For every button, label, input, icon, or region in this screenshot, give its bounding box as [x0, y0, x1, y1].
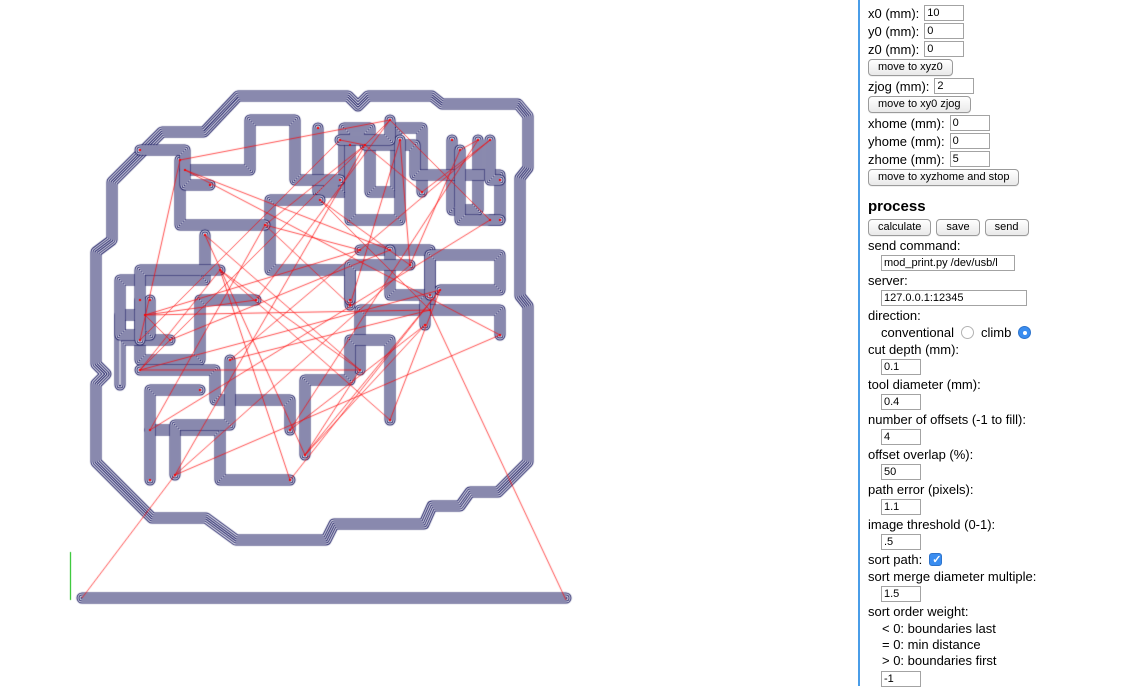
server-row: server:: [868, 273, 1118, 288]
zhome-input[interactable]: [949, 151, 990, 167]
sort-merge-row: sort merge diameter multiple:: [868, 569, 1118, 584]
direction-label: direction:: [868, 308, 921, 323]
number-of-offsets-input[interactable]: [881, 429, 921, 445]
path-error-row: path error (pixels):: [868, 482, 1118, 497]
sort-merge-label: sort merge diameter multiple:: [868, 569, 1037, 584]
move-to-xy0-zjog-button[interactable]: move to xy0 zjog: [868, 96, 971, 113]
cut-depth-label: cut depth (mm):: [868, 342, 960, 357]
conventional-radio[interactable]: [961, 326, 974, 339]
send-button[interactable]: send: [984, 219, 1029, 236]
conventional-label: conventional: [881, 325, 954, 340]
tool-diameter-row: tool diameter (mm):: [868, 377, 1118, 392]
zhome-label: zhome (mm):: [868, 151, 945, 167]
image-threshold-row: image threshold (0-1):: [868, 517, 1118, 532]
zjog-label: zjog (mm):: [868, 78, 930, 94]
image-threshold-input[interactable]: [881, 534, 921, 550]
number-of-offsets-row: number of offsets (-1 to fill):: [868, 412, 1118, 427]
path-error-input[interactable]: [881, 499, 921, 515]
climb-label: climb: [981, 325, 1012, 340]
direction-options: conventional climb: [881, 325, 1118, 340]
send-command-input[interactable]: [881, 255, 1015, 271]
path-error-label: path error (pixels):: [868, 482, 974, 497]
process-actions: calculate save send: [868, 219, 1118, 236]
climb-radio[interactable]: [1018, 326, 1032, 339]
offset-overlap-row: offset overlap (%):: [868, 447, 1118, 462]
sort-merge-input[interactable]: [881, 586, 921, 602]
x0-label: x0 (mm):: [868, 5, 920, 21]
y0-input[interactable]: [924, 23, 965, 39]
cut-depth-input[interactable]: [881, 359, 921, 375]
number-of-offsets-label: number of offsets (-1 to fill):: [868, 412, 1026, 427]
x0-input[interactable]: [924, 5, 965, 21]
yhome-input[interactable]: [949, 133, 990, 149]
server-label: server:: [868, 273, 908, 288]
sort-order-weight-row: sort order weight:: [868, 604, 1118, 619]
sort-order-option-pos: > 0: boundaries first: [882, 653, 997, 668]
sort-order-option-zero: = 0: min distance: [882, 637, 981, 652]
xhome-label: xhome (mm):: [868, 115, 945, 131]
field-z0: z0 (mm):: [868, 41, 1118, 57]
zjog-input[interactable]: [934, 78, 975, 94]
field-zhome: zhome (mm):: [868, 151, 1118, 167]
sort-order-option-neg: < 0: boundaries last: [882, 621, 996, 636]
toolpath-viewport[interactable]: [0, 0, 858, 686]
z0-label: z0 (mm):: [868, 41, 920, 57]
xhome-input[interactable]: [949, 115, 990, 131]
move-to-xyz0-button[interactable]: move to xyz0: [868, 59, 953, 76]
yhome-label: yhome (mm):: [868, 133, 945, 149]
z0-input[interactable]: [924, 41, 965, 57]
control-panel: x0 (mm): y0 (mm): z0 (mm): move to xyz0 …: [858, 0, 1122, 687]
direction-row: direction:: [868, 308, 1118, 323]
field-y0: y0 (mm):: [868, 23, 1118, 39]
field-yhome: yhome (mm):: [868, 133, 1118, 149]
send-command-row: send command:: [868, 238, 1118, 253]
field-x0: x0 (mm):: [868, 5, 1118, 21]
move-to-xyzhome-stop-button[interactable]: move to xyzhome and stop: [868, 169, 1020, 186]
server-input[interactable]: [881, 290, 1027, 306]
tool-diameter-input[interactable]: [881, 394, 921, 410]
tool-diameter-label: tool diameter (mm):: [868, 377, 981, 392]
offset-overlap-input[interactable]: [881, 464, 921, 480]
image-threshold-label: image threshold (0-1):: [868, 517, 996, 532]
send-command-label: send command:: [868, 238, 961, 253]
save-button[interactable]: save: [936, 219, 980, 236]
process-heading: process: [868, 198, 926, 215]
offset-overlap-label: offset overlap (%):: [868, 447, 974, 462]
sort-path-row: sort path:: [868, 552, 1118, 567]
cut-depth-row: cut depth (mm):: [868, 342, 1118, 357]
sort-order-weight-label: sort order weight:: [868, 604, 969, 619]
field-zjog: zjog (mm):: [868, 78, 1118, 94]
sort-path-label: sort path:: [868, 552, 923, 567]
sort-path-checkbox[interactable]: [929, 553, 943, 566]
sort-order-weight-input[interactable]: [881, 671, 921, 687]
toolpath-canvas[interactable]: [0, 0, 858, 686]
calculate-button[interactable]: calculate: [868, 219, 932, 236]
y0-label: y0 (mm):: [868, 23, 920, 39]
field-xhome: xhome (mm):: [868, 115, 1118, 131]
